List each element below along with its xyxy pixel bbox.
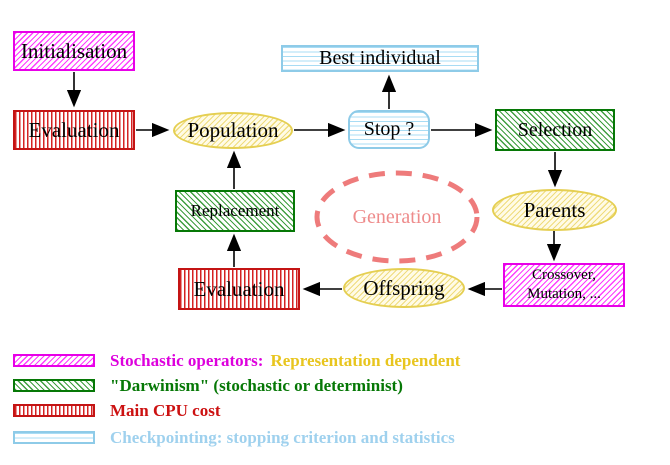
node-best-individual: Best individual xyxy=(281,45,479,72)
legend-swatch-cpu-cost xyxy=(13,404,95,417)
legend-label-darwinism: "Darwinism" (stochastic or determinist) xyxy=(110,376,403,395)
generation-cycle-label: Generation xyxy=(352,205,442,228)
legend-label-stochastic-operators: Stochastic operators: Representation depe… xyxy=(110,351,460,371)
legend-label-cpu-cost: Main CPU cost xyxy=(110,401,221,420)
legend-text-representation: Representation dependent xyxy=(270,351,461,370)
node-population: Population xyxy=(173,112,293,149)
node-stop-condition: Stop ? xyxy=(348,110,430,149)
node-selection: Selection xyxy=(495,109,615,151)
node-evaluation-bottom: Evaluation xyxy=(178,268,300,310)
legend-swatch-darwinism xyxy=(13,379,95,392)
node-crossover-mutation: Crossover, Mutation, ... xyxy=(503,263,625,307)
legend-label-checkpointing: Checkpointing: stopping criterion and st… xyxy=(110,428,455,447)
node-offspring: Offspring xyxy=(343,268,465,308)
crossover-line1: Crossover, xyxy=(532,267,596,283)
legend-swatch-stochastic-operators xyxy=(13,354,95,367)
crossover-line2: Mutation, ... xyxy=(527,286,601,302)
node-replacement: Replacement xyxy=(175,190,295,232)
node-parents: Parents xyxy=(492,189,617,231)
legend-text-stochastic: Stochastic operators: xyxy=(110,351,264,370)
legend-swatch-checkpointing xyxy=(13,431,95,444)
node-initialisation: Initialisation xyxy=(13,31,135,71)
node-evaluation-top: Evaluation xyxy=(13,110,135,150)
